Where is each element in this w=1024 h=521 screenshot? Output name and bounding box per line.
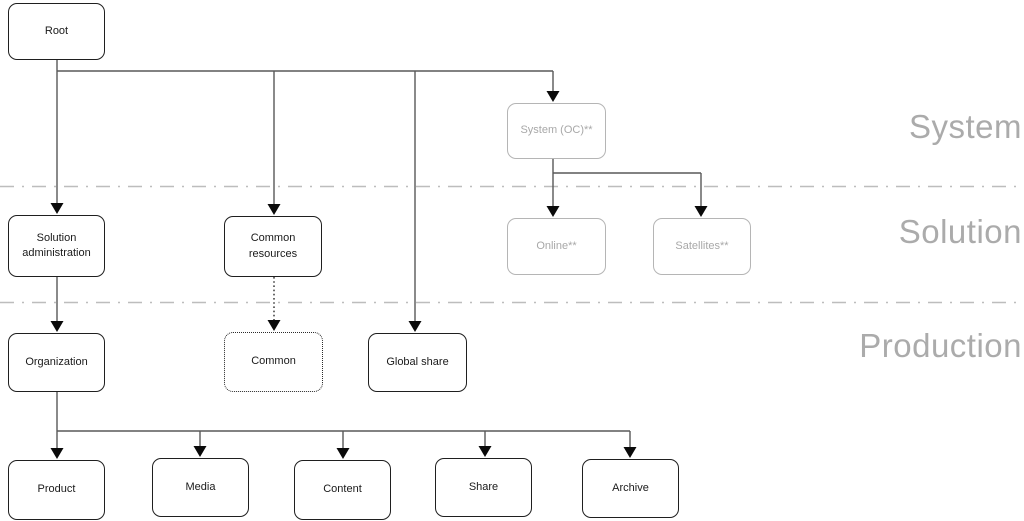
node-organization: Organization: [8, 333, 105, 392]
zone-label-production: Production: [859, 327, 1022, 364]
arrowhead-online: [546, 206, 560, 217]
node-satellites: Satellites**: [653, 218, 751, 275]
node-global-share: Global share: [368, 333, 467, 392]
node-online: Online**: [507, 218, 606, 275]
node-media: Media: [152, 458, 249, 517]
arrowhead-system-oc: [546, 91, 560, 102]
node-system-oc: System (OC)**: [507, 103, 606, 159]
node-common: Common: [224, 332, 323, 392]
arrowhead-content: [336, 448, 350, 459]
node-content: Content: [294, 460, 391, 520]
node-share: Share: [435, 458, 532, 517]
node-archive: Archive: [582, 459, 679, 518]
connector-root-children: [56, 60, 554, 321]
connector-system-oc-children: [552, 159, 702, 206]
arrowhead-common: [267, 320, 281, 331]
arrowhead-product: [50, 448, 64, 459]
node-root: Root: [8, 3, 105, 60]
arrowhead-global-share: [408, 321, 422, 332]
arrowheads: [50, 91, 708, 459]
arrowhead-common-resources: [267, 204, 281, 215]
connector-organization-children: [56, 392, 631, 448]
node-solution-administration: Solution administration: [8, 215, 105, 277]
zone-label-system: System: [908, 108, 1022, 145]
arrowhead-archive: [623, 447, 637, 458]
arrowhead-satellites: [694, 206, 708, 217]
arrowhead-organization: [50, 321, 64, 332]
arrowhead-media: [193, 446, 207, 457]
node-product: Product: [8, 460, 105, 520]
arrowhead-solution-administration: [50, 203, 64, 214]
node-common-resources: Common resources: [224, 216, 322, 277]
zone-label-solution: Solution: [898, 213, 1022, 250]
arrowhead-share: [478, 446, 492, 457]
